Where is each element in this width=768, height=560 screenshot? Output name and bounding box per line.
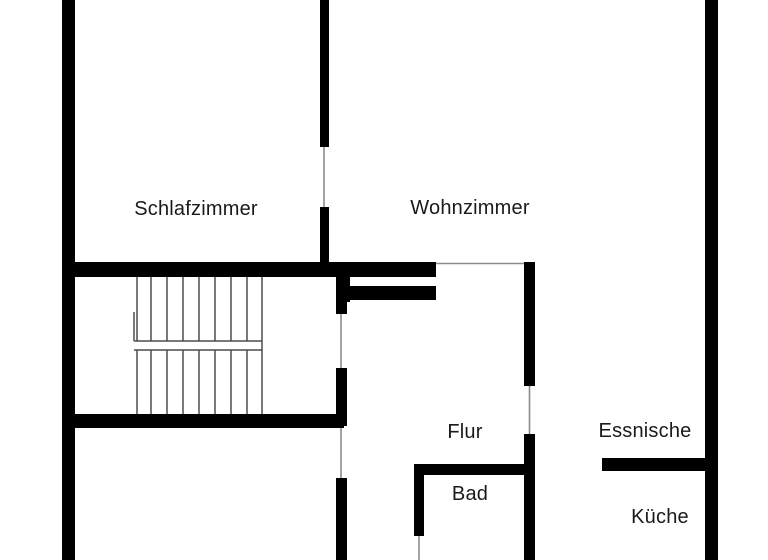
wall-essnische-kueche (602, 458, 712, 471)
partition-living-hall-lower (524, 434, 535, 560)
wall-stairs-bottom (62, 414, 344, 428)
partition-bedroom-living-upper (320, 0, 329, 147)
partition-bedroom-living-lower (320, 207, 329, 267)
wall-stairs-top (62, 262, 344, 277)
room-label-schlafzimmer: Schlafzimmer (134, 198, 258, 220)
outer-wall-left (62, 0, 75, 560)
partition-hall-left-upper (336, 262, 347, 314)
wall-bath-left (414, 464, 424, 536)
room-label-flur: Flur (447, 421, 483, 443)
wall-hall-top (336, 262, 436, 277)
outer-wall-right (705, 0, 718, 560)
room-label-wohnzimmer: Wohnzimmer (410, 197, 530, 219)
wall-closet-bottom (336, 286, 436, 300)
staircase (133, 276, 263, 415)
partition-hall-left-lower (336, 478, 347, 560)
room-label-bad: Bad (451, 483, 489, 505)
room-label-essnische: Essnische (598, 420, 692, 442)
partition-living-hall-upper (524, 262, 535, 386)
wall-bath-top (414, 464, 535, 475)
partition-hall-left-mid (336, 368, 347, 426)
room-label-kueche: Küche (631, 506, 689, 528)
walls-group (62, 0, 718, 560)
